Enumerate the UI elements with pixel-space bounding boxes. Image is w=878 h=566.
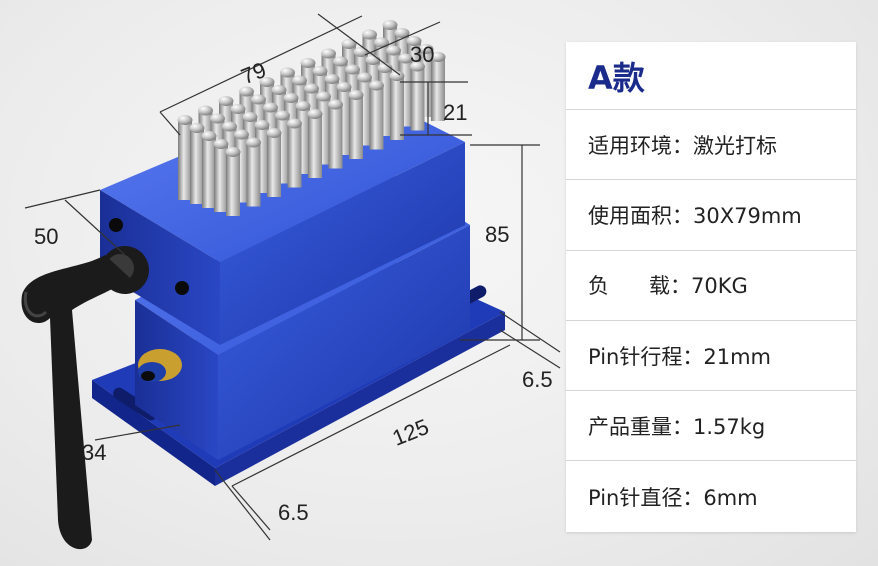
pin-head	[324, 74, 340, 84]
dim-pin-height: 21	[443, 100, 467, 125]
pin-head	[377, 63, 393, 73]
pin-head	[266, 128, 282, 138]
pin-head	[406, 36, 422, 46]
pin-head	[369, 80, 384, 91]
dim-right-offset: 6.5	[522, 367, 553, 392]
pin-head	[348, 90, 364, 100]
dim-side-depth: 50	[34, 224, 58, 249]
pin-shaft	[349, 95, 363, 159]
air-fitting	[138, 349, 182, 382]
pin-shaft	[226, 152, 240, 216]
clamp-handle	[21, 246, 149, 550]
pin-head	[242, 112, 258, 122]
pin-head	[218, 96, 234, 106]
spec-row-pin-stroke: Pin针行程：21mm	[566, 321, 856, 392]
pin-head	[210, 113, 225, 124]
pin-head	[341, 39, 357, 49]
dimension-labels: 79 30 21 85 50 125 6.5 34 6.5	[34, 42, 553, 525]
pin-head	[321, 48, 336, 59]
pin-head	[177, 115, 193, 125]
dim-depth: 30	[410, 42, 434, 67]
pin-head	[287, 118, 302, 129]
pin-shaft	[308, 114, 322, 178]
pin-shaft	[178, 120, 192, 200]
pin-head	[259, 77, 275, 87]
pin-head	[222, 121, 237, 132]
pin-shaft	[214, 144, 228, 212]
pin-shaft	[431, 57, 445, 121]
dim-handle-height: 34	[82, 440, 106, 465]
pin-shaft	[246, 142, 261, 207]
pin-head	[292, 75, 307, 86]
pin-head	[316, 91, 331, 102]
pin-head	[230, 104, 246, 114]
pin-head	[201, 131, 217, 141]
pin-shaft	[328, 104, 343, 169]
pin-head	[410, 61, 425, 72]
pin-head	[374, 37, 389, 48]
pin-head	[328, 99, 343, 110]
pin-shaft	[390, 76, 404, 140]
pin-head	[382, 20, 398, 30]
pin-shaft	[190, 128, 204, 204]
pin-head	[418, 44, 434, 54]
pin-head	[234, 129, 249, 140]
pin-head	[312, 66, 328, 76]
pin-head	[362, 29, 377, 40]
pin-head	[271, 85, 287, 95]
pin-head	[246, 137, 261, 148]
dimension-lines	[24, 13, 561, 541]
pin-head	[251, 94, 266, 105]
pin-head	[345, 64, 360, 75]
pin-head	[336, 82, 352, 92]
pin-array	[177, 20, 446, 216]
spec-card: A款 适用环境：激光打标 使用面积：30X79mm 负 载：70KG Pin针行…	[566, 42, 856, 532]
pin-head	[304, 83, 319, 94]
pin-head	[239, 86, 254, 97]
dim-bottom-offset: 6.5	[278, 500, 309, 525]
pin-head	[394, 28, 410, 38]
pin-head	[225, 147, 241, 157]
pin-shaft	[202, 136, 216, 208]
pin-head	[283, 93, 299, 103]
pin-head	[307, 109, 323, 119]
spec-row-area: 使用面积：30X79mm	[566, 180, 856, 251]
pin-shaft	[267, 133, 281, 197]
dim-base-length: 125	[389, 414, 432, 451]
pin-head	[430, 52, 446, 62]
pin-shaft	[287, 123, 302, 188]
pin-head	[398, 53, 413, 64]
pin-head	[295, 101, 311, 111]
pin-head	[386, 45, 401, 56]
pin-head	[389, 71, 405, 81]
spec-row-environment: 适用环境：激光打标	[566, 110, 856, 181]
pin-head	[357, 72, 372, 83]
pin-head	[263, 102, 278, 113]
pin-head	[365, 55, 381, 65]
spec-row-weight: 产品重量：1.57kg	[566, 391, 856, 462]
pin-head	[275, 110, 290, 121]
pin-shaft	[410, 66, 425, 131]
pin-head	[353, 47, 369, 57]
dim-body-height: 85	[485, 222, 509, 247]
spec-row-load: 负 载：70KG	[566, 251, 856, 321]
pin-head	[189, 123, 205, 133]
pin-head	[300, 58, 316, 68]
pin-head	[213, 139, 229, 149]
spec-row-pin-diameter: Pin针直径：6mm	[588, 485, 758, 510]
card-title: A款	[566, 42, 856, 110]
pin-head	[280, 67, 295, 78]
pin-head	[254, 120, 270, 130]
pin-shaft	[369, 85, 384, 150]
pin-head	[333, 56, 348, 67]
pin-head	[198, 105, 213, 116]
